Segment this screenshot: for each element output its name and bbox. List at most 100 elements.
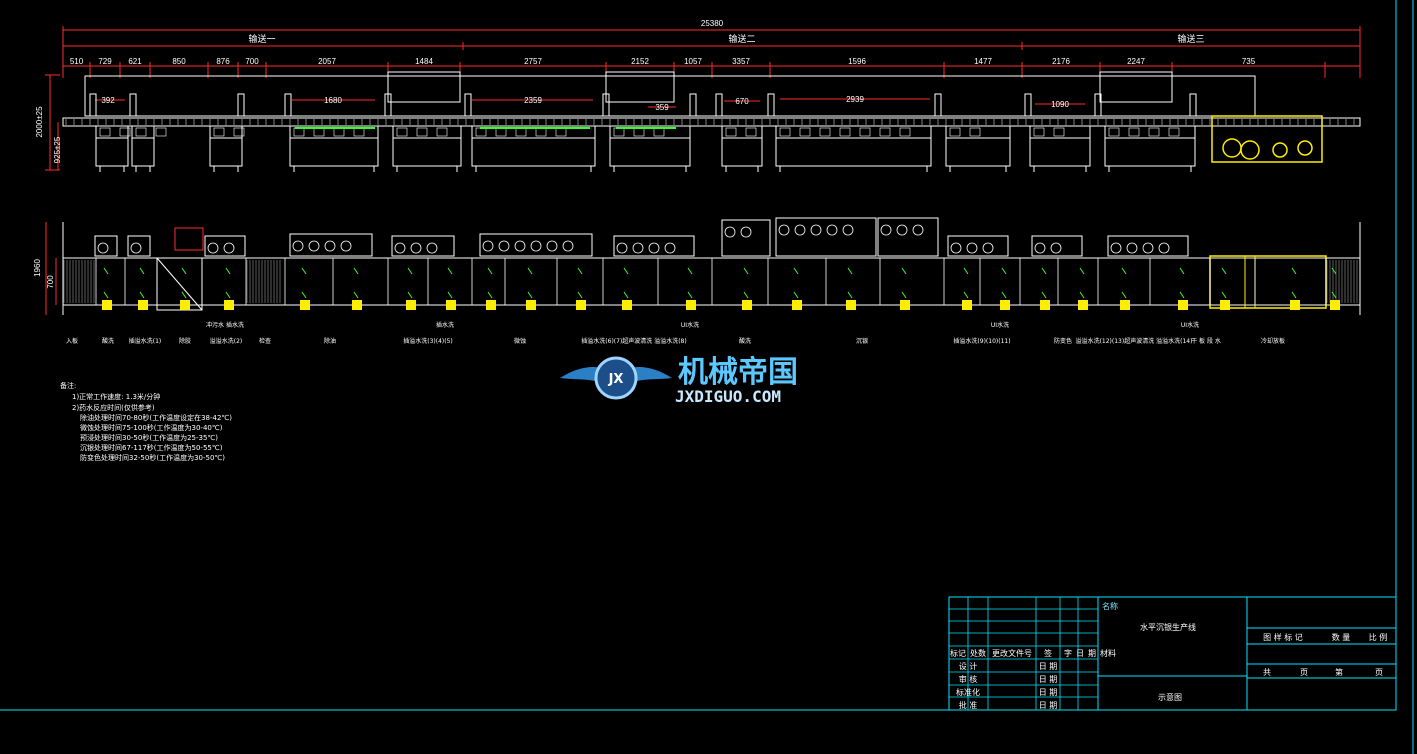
pump-box [155,127,167,137]
tb-header-col-3: 更改文件号 [992,648,1032,658]
spray-post [934,93,942,117]
watermark-logo: JX 机械帝国 JXDIGUO.COM [560,355,798,406]
product-name: 水平沉银生产线 [1140,622,1196,632]
station-label-upper-2: 插水洗 [436,321,454,329]
motor-box-4 [289,233,373,257]
nozzle-mark [1041,267,1047,275]
nozzle-mark [1221,267,1227,275]
inner-dimension-1: 392 [101,96,115,105]
station-label-2: 酸洗 [102,337,114,345]
nozzle-mark [103,267,109,275]
plan-inner-dimension: 700 [46,275,55,289]
station-label-12: 沉银 [856,337,868,345]
pump-circle [1126,242,1138,254]
pump-box [745,127,757,137]
pump-box [213,127,225,137]
spray-post [89,93,97,117]
nozzle-mark [577,291,583,299]
nozzle-mark [447,291,453,299]
tank-5 [392,125,462,167]
nozzle-mark [407,267,413,275]
nozzle-mark [623,291,629,299]
inner-dimension-6: 2939 [846,95,864,104]
nozzle-mark [793,291,799,299]
pump-circle [966,242,978,254]
segment-dimension-15: 2176 [1052,57,1070,66]
station-label-9: 微蚀 [514,337,526,345]
spray-post [1094,93,1102,117]
drain-marker [686,300,696,310]
pump-box [233,127,245,137]
section-label-2: 输送二 [728,33,755,45]
pump-circle [324,240,336,252]
nozzle-mark [1179,267,1185,275]
name-label: 名称 [1102,601,1118,611]
drain-marker [102,300,112,310]
station-label-1: 入板 [66,337,78,345]
gear-icon [594,356,638,400]
sheet-total-label: 共 [1263,668,1271,677]
station-label-15: 溢溢水洗(12)(13)超声波清洗 溢溢水洗(14) [1076,337,1193,345]
pump-box [135,127,147,137]
pump-box [293,127,305,137]
pump-circle [616,242,628,254]
pump-circle [130,242,142,254]
motor-box-5 [391,235,455,257]
tb-role-1: 设 计 [959,661,978,671]
station-label-4: 除胶 [179,337,191,345]
tb-header-col-7: 期 [1088,649,1096,658]
tb-header-col-4: 签 [1044,648,1052,658]
spray-post [1189,93,1197,117]
station-label-11: 酸洗 [739,337,751,345]
nozzle-mark [181,267,187,275]
nozzle-mark [1331,291,1337,299]
pump-box [353,127,365,137]
nozzle-mark [301,291,307,299]
motor-box-11 [947,235,1009,257]
inner-dimension-5: 670 [735,97,749,106]
drain-marker [486,300,496,310]
pump-circle [740,226,752,238]
nozzle-mark [1121,291,1127,299]
pump-circle [664,242,676,254]
tank-1 [95,125,129,167]
drain-marker [900,300,910,310]
tank-4 [289,125,379,167]
pump-box [495,127,507,137]
pump-box [1033,127,1045,137]
nozzle-mark [1001,291,1007,299]
pump-circle [482,240,494,252]
segment-dimension-3: 621 [128,57,142,66]
segment-dimension-13: 1596 [848,57,866,66]
pump-box [633,127,645,137]
nozzle-mark [1291,267,1297,275]
nozzle-mark [687,291,693,299]
nozzle-mark [1331,267,1337,275]
segment-dimension-12: 3357 [732,57,750,66]
spray-post [1024,93,1032,117]
station-label-upper-3: UI水洗 [681,321,699,329]
section-label-3: 输送三 [1177,33,1204,45]
spray-post [384,93,392,117]
tb-header-col-2: 处数 [970,648,986,658]
tb-date-label-1: 日 期 [1039,662,1058,671]
pump-box [859,127,871,137]
pump-circle [982,242,994,254]
nozzle-mark [901,267,907,275]
nozzle-mark [353,291,359,299]
title-block: 名称 水平沉银生产线 材料 示意图 图 样 标 记 数 量 比 例 共 页 第 … [948,596,1397,711]
drain-marker [1000,300,1010,310]
total-length-label: 25380 [701,19,724,28]
tb-role-4: 批 准 [959,700,978,710]
tb-date-label-4: 日 期 [1039,701,1058,710]
right-header-2: 数 量 [1332,632,1351,642]
elevation-view [62,71,1361,172]
nozzle-mark [963,291,969,299]
pump-box [396,127,408,137]
conveyor-height-dimension: 925±25 [53,136,62,163]
watermark-badge: JX [608,372,624,387]
tb-role-2: 审 核 [959,674,978,684]
pump-box [1168,127,1180,137]
